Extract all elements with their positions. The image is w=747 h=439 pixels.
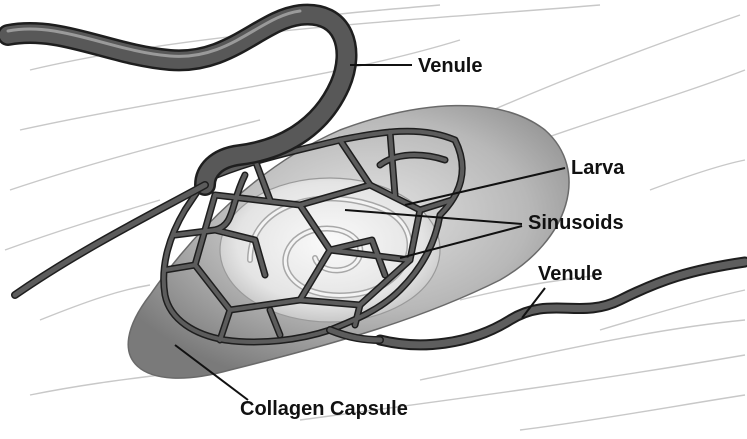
label-venule-right: Venule xyxy=(538,264,602,284)
label-venule-top: Venule xyxy=(418,56,482,76)
label-collagen-capsule: Collagen Capsule xyxy=(240,399,408,419)
label-larva: Larva xyxy=(571,158,624,178)
label-sinusoids: Sinusoids xyxy=(528,213,624,233)
